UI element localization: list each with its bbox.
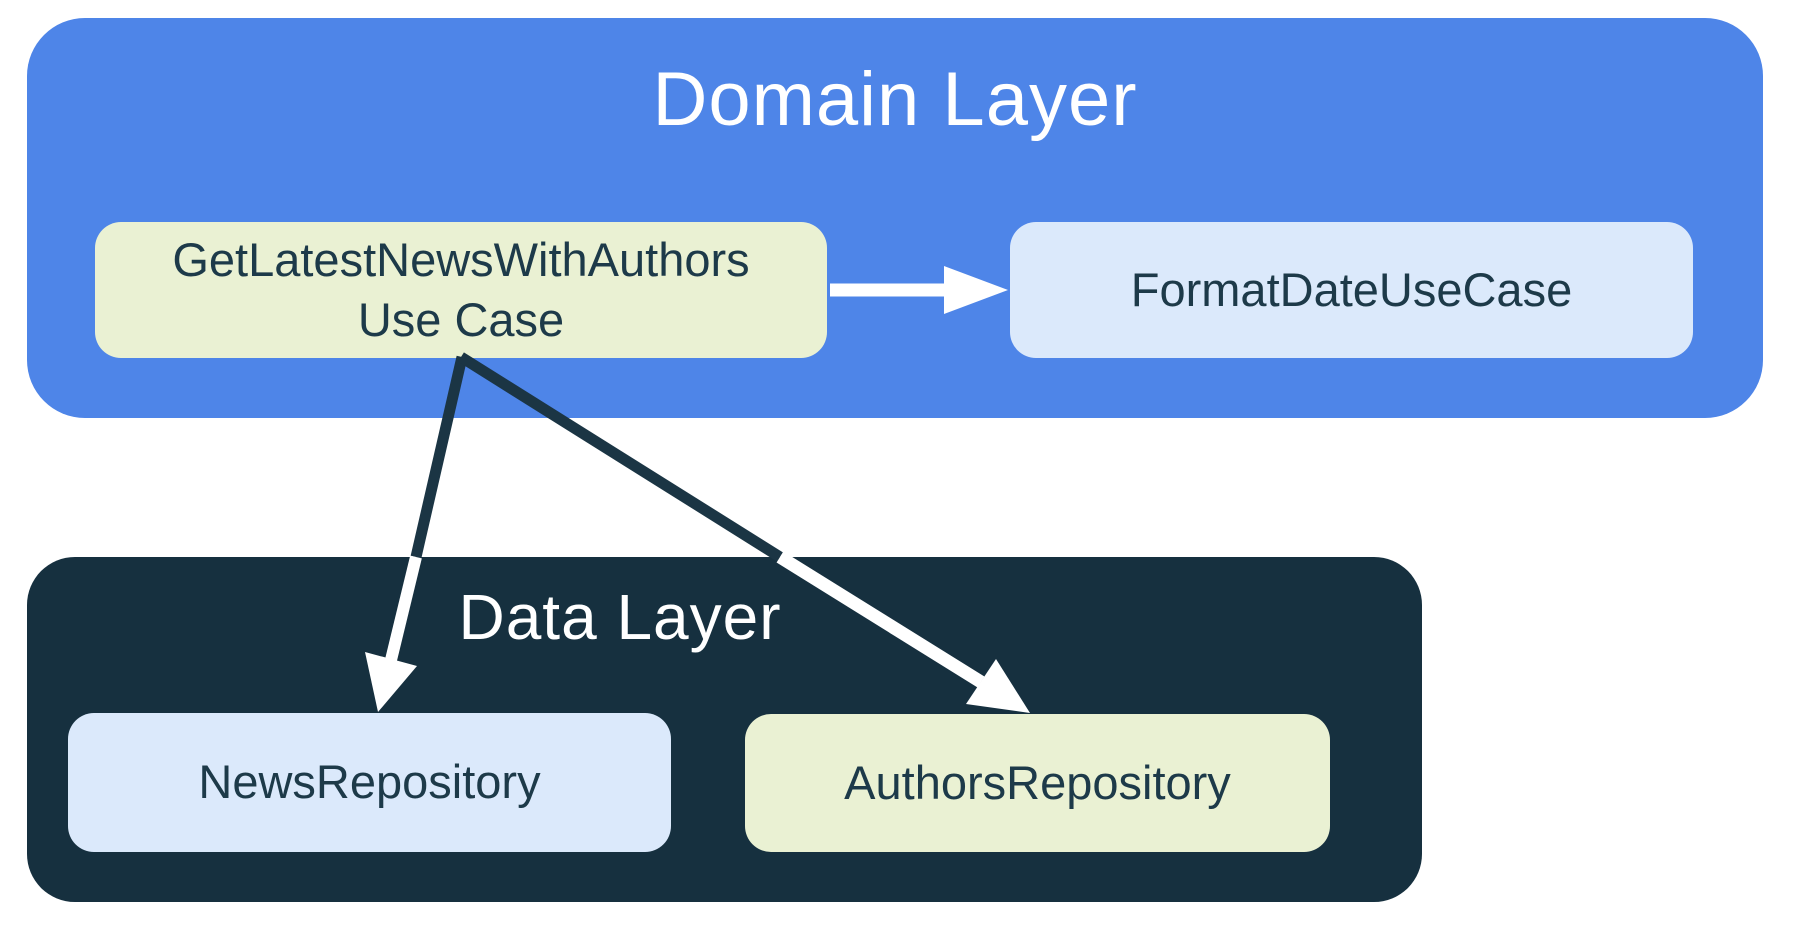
authors-repository-node: AuthorsRepository bbox=[745, 714, 1330, 852]
format-date-node: FormatDateUseCase bbox=[1010, 222, 1693, 358]
format-date-label: FormatDateUseCase bbox=[1130, 262, 1573, 316]
use-case-label-line2: Use Case bbox=[357, 293, 565, 346]
domain-layer-title: Domain Layer bbox=[652, 57, 1138, 142]
news-repository-label: NewsRepository bbox=[198, 755, 541, 809]
news-repository-node: NewsRepository bbox=[68, 713, 671, 852]
data-layer-title: Data Layer bbox=[458, 581, 782, 653]
use-case-node: GetLatestNewsWithAuthors Use Case bbox=[95, 222, 827, 358]
authors-repository-label: AuthorsRepository bbox=[844, 755, 1231, 809]
use-case-label-line1: GetLatestNewsWithAuthors bbox=[172, 232, 750, 286]
